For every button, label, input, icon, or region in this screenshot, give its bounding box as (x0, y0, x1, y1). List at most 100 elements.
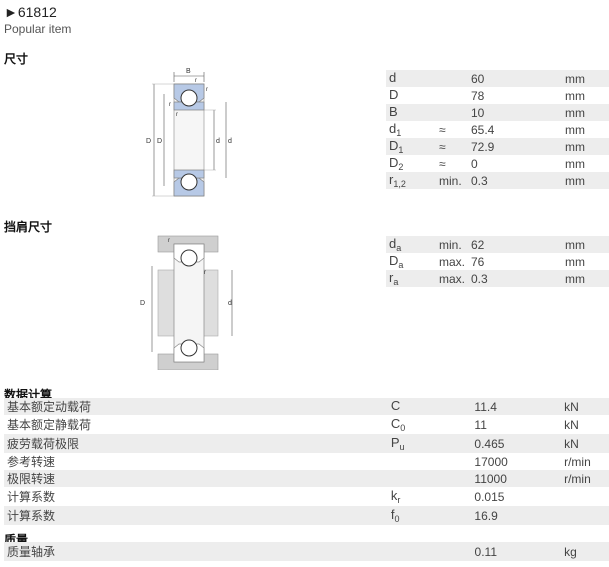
parameter-label: 计算系数 (7, 490, 56, 504)
symbol-subscript: 1 (398, 145, 404, 155)
dimension-value: 76 (471, 254, 485, 269)
parameter-label: 计算系数 (4, 506, 391, 525)
symbol: D (389, 155, 399, 170)
product-number: 61812 (17, 4, 57, 20)
dimension-unit: mm (565, 156, 585, 171)
abutment-drawing: r r D d (140, 235, 233, 370)
popular-item-label: Popular item (4, 22, 72, 36)
parameter-unit (564, 487, 609, 506)
dim-label-D1: D (157, 138, 162, 145)
dim-label-r1-inner: r (169, 102, 171, 108)
parameter-value: 11000 (474, 470, 565, 487)
symbol-subscript: a (396, 243, 402, 253)
abut-label-ra-top: r (168, 238, 170, 244)
parameter-value: 17000 (474, 454, 508, 469)
symbol: D (389, 138, 399, 153)
symbol: d (389, 236, 397, 251)
dimension-qualifier: ≈ (439, 138, 471, 155)
symbol: P (390, 435, 400, 450)
parameter-value: 11.4 (474, 398, 565, 415)
symbol: D (389, 253, 399, 268)
symbol-subscript: 1,2 (393, 179, 406, 189)
dimension-row: D2≈0 mm (386, 155, 609, 172)
dimension-qualifier (439, 104, 471, 121)
symbol: d (389, 121, 397, 136)
dimension-value: 62 (471, 236, 565, 253)
parameter-label: 参考转速 (7, 455, 56, 469)
section-dimensions-heading: 尺寸 (4, 52, 29, 66)
dimension-symbol: D (386, 87, 439, 104)
dimension-value: 0 (471, 156, 478, 171)
dimension-symbol: D2 (386, 155, 439, 172)
dimension-qualifier (439, 87, 471, 104)
bearing-cross-section-drawing: B r r r r D D d d (146, 68, 232, 197)
symbol: C (390, 398, 401, 413)
dimension-symbol: Da (386, 253, 439, 270)
dim-label-r2: r (195, 78, 197, 84)
dimension-symbol: d (386, 70, 439, 87)
dimension-qualifier: ≈ (439, 122, 446, 137)
dim-label-r1: r (206, 87, 208, 93)
parameter-symbol: C0 (391, 415, 475, 434)
dim-label-D: D (146, 138, 151, 145)
dimension-qualifier: min. (439, 236, 471, 253)
parameter-unit (564, 506, 609, 525)
parameter-symbol (390, 542, 475, 561)
dimension-value: 10 (471, 104, 565, 121)
play-arrow-icon: ► (4, 4, 18, 20)
parameter-symbol: Pu (390, 434, 475, 453)
dimension-qualifier: max. (439, 270, 471, 287)
symbol: k (390, 488, 398, 503)
symbol: d (389, 70, 397, 85)
parameter-symbol: kr (391, 487, 475, 506)
abut-label-Da: D (140, 300, 145, 307)
dimension-row: D 78 mm (386, 87, 609, 104)
parameter-value: 0.015 (474, 489, 505, 504)
parameter-value: 0.11 (474, 542, 565, 561)
dimension-value: 65.4 (471, 122, 495, 137)
dimension-qualifier (439, 70, 471, 87)
dimension-symbol: B (386, 104, 439, 121)
symbol: B (389, 104, 398, 119)
dim-label-d1: d (228, 138, 232, 145)
parameter-label: 基本额定静载荷 (7, 418, 92, 432)
symbol-subscript: 0 (400, 423, 406, 433)
dimension-unit: mm (565, 88, 585, 103)
abut-label-ra-inner: r (204, 270, 206, 276)
symbol: r (389, 270, 394, 285)
abut-label-da: d (228, 300, 232, 307)
dimension-value: 72.9 (471, 138, 565, 155)
dimension-value: 60 (471, 70, 565, 87)
dimension-qualifier: ≈ (439, 156, 446, 171)
dimension-unit: mm (565, 172, 609, 189)
parameter-label: 质量轴承 (4, 542, 391, 561)
dimension-value: 78 (471, 88, 485, 103)
symbol-subscript: u (399, 442, 405, 452)
symbol-subscript: 1 (396, 128, 402, 138)
parameter-value: 16.9 (474, 506, 565, 525)
dimension-unit: mm (565, 270, 609, 287)
parameter-label: 极限转速 (4, 470, 391, 487)
parameter-unit: kN (564, 417, 579, 432)
parameter-value: 11 (474, 417, 487, 432)
dimension-value: 0.3 (471, 270, 565, 287)
symbol-subscript: a (393, 277, 399, 287)
parameter-value: 0.465 (474, 434, 565, 453)
parameter-unit: r/min (564, 454, 591, 469)
parameter-symbol (390, 470, 475, 487)
symbol-subscript: 0 (394, 514, 400, 524)
product-title: ►61812 (4, 4, 57, 20)
calculation-row: 参考转速 17000 r/min (4, 453, 609, 470)
dim-label-r2-inner: r (176, 112, 178, 118)
